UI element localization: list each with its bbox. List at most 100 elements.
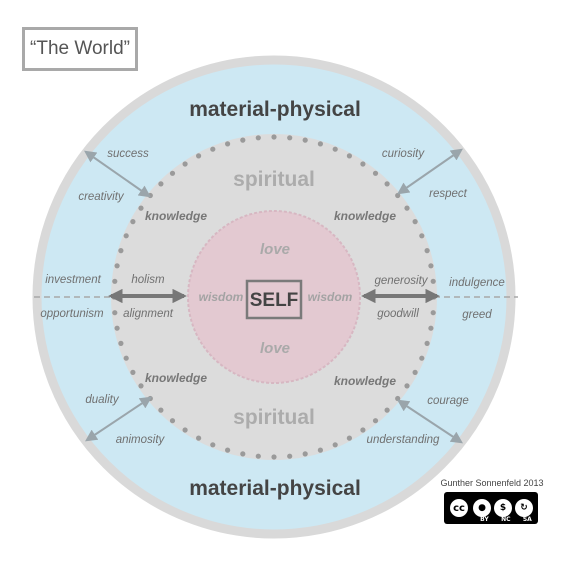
ring-dot	[240, 137, 246, 143]
inner-ring-love	[187, 210, 361, 384]
label-courage: courage	[427, 395, 469, 407]
label-curiosity: curiosity	[382, 148, 425, 160]
ring-dot	[404, 383, 410, 389]
ring-dot	[118, 248, 124, 254]
ring-dot	[210, 442, 216, 448]
inner-label-top: love	[260, 241, 290, 258]
ring-dot	[419, 355, 425, 361]
license-label-sa: SA	[522, 516, 532, 523]
ring-dot	[317, 447, 323, 453]
ring-dot	[428, 325, 434, 331]
ring-dot	[360, 427, 366, 433]
ring-dot	[130, 369, 136, 375]
ring-dot	[428, 263, 434, 269]
ring-dot	[112, 310, 118, 316]
ring-dot	[287, 135, 293, 141]
ring-dot	[404, 205, 410, 211]
cc-license-badge: cc ● $ ↻	[444, 492, 538, 524]
label-respect: respect	[429, 188, 468, 200]
ring-dot	[346, 435, 352, 441]
title-text: “The World”	[30, 38, 130, 59]
ring-dot	[360, 161, 366, 167]
self-box	[245, 279, 303, 320]
ring-dot	[302, 137, 308, 143]
label-goodwill: goodwill	[377, 308, 419, 320]
ring-dot	[130, 219, 136, 225]
ring-dot	[225, 447, 231, 453]
ring-dot	[332, 442, 338, 448]
ring-dot	[240, 451, 246, 457]
ring-dot	[384, 407, 390, 413]
label-greed: greed	[462, 309, 492, 321]
ring-dot	[384, 181, 390, 187]
outer-label-top: material-physical	[189, 98, 361, 121]
label-opportunism: opportunism	[40, 308, 104, 320]
ring-dot	[255, 135, 261, 141]
ring-dot	[158, 181, 164, 187]
label-knowledge-bottom-right: knowledge	[334, 374, 396, 388]
label-wisdom-left: wisdom	[199, 290, 244, 304]
ring-dot	[287, 453, 293, 459]
ring-dot	[271, 454, 277, 460]
ring-dot	[123, 355, 129, 361]
ring-dot	[302, 451, 308, 457]
label-success: success	[107, 148, 149, 160]
ring-dot	[419, 233, 425, 239]
ring-dot	[138, 205, 144, 211]
label-understanding: understanding	[367, 434, 440, 446]
inner-label-bottom: love	[260, 340, 290, 357]
label-investment: investment	[45, 274, 101, 286]
ring-dot	[412, 369, 418, 375]
label-animosity: animosity	[116, 434, 166, 446]
by-icon: ●	[473, 499, 491, 517]
license-label-nc: NC	[501, 516, 511, 523]
label-indulgence: indulgence	[449, 277, 505, 289]
ring-dot	[255, 453, 261, 459]
label-creativity: creativity	[78, 191, 125, 203]
diagram-title: “The World”	[22, 27, 138, 71]
outer-label-bottom: material-physical	[189, 477, 361, 500]
ring-dot	[332, 146, 338, 152]
ring-dot	[196, 435, 202, 441]
ring-dot	[118, 340, 124, 346]
ring-dot	[158, 407, 164, 413]
label-knowledge-top-right: knowledge	[334, 209, 396, 223]
ring-dot	[412, 219, 418, 225]
ring-dot	[346, 153, 352, 159]
ring-dot	[114, 263, 120, 269]
ring-dot	[225, 141, 231, 147]
self-label: SELF	[250, 290, 299, 311]
ring-dot	[169, 170, 176, 176]
arrow-bottom-left	[85, 396, 152, 442]
arrow-top-right	[397, 148, 463, 195]
ring-dot	[210, 146, 216, 152]
ring-dot	[317, 141, 323, 147]
label-wisdom-right: wisdom	[308, 290, 353, 304]
middle-label-bottom: spiritual	[233, 406, 315, 429]
label-duality: duality	[85, 394, 119, 406]
ring-dot	[182, 161, 188, 167]
ring-dot	[372, 418, 379, 424]
ring-dot	[424, 248, 430, 254]
cc-license-labels: BY NC SA	[474, 516, 538, 523]
author-credit: Gunther Sonnenfeld 2013	[440, 478, 544, 488]
ring-dot	[138, 383, 144, 389]
ring-dot	[114, 325, 120, 331]
arrow-top-left	[84, 150, 151, 198]
label-generosity: generosity	[374, 275, 428, 287]
ring-dot	[112, 278, 118, 284]
ring-dot	[430, 278, 436, 284]
cc-icon: cc	[448, 497, 470, 519]
nc-icon: $	[494, 499, 512, 517]
ring-dot	[196, 153, 202, 159]
ring-dot	[430, 310, 436, 316]
arrow-bottom-right	[396, 399, 464, 444]
label-knowledge-top-left: knowledge	[145, 209, 207, 223]
ring-dot	[271, 134, 277, 140]
label-knowledge-bottom-left: knowledge	[145, 371, 207, 385]
ring-dot	[182, 427, 188, 433]
ring-dot	[123, 233, 129, 239]
ring-dot	[372, 170, 379, 176]
